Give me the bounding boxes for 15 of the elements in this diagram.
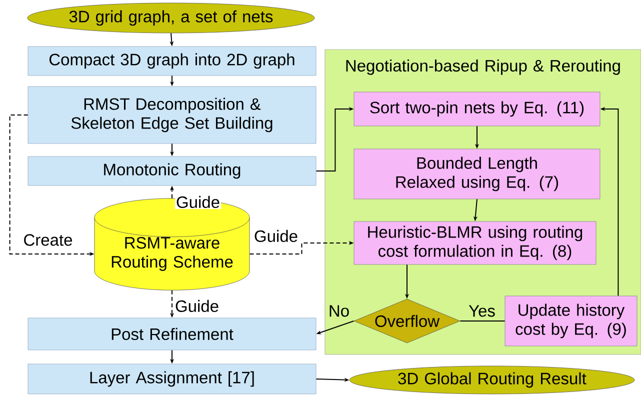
edge-label: Yes: [468, 304, 496, 318]
edge-label: Guide: [253, 228, 300, 244]
process-box: Layer Assignment [17]: [28, 364, 316, 394]
process-box: Monotonic Routing: [28, 156, 316, 186]
edge-label: Create: [22, 233, 74, 247]
edge-label: No: [327, 304, 351, 318]
process-box: Update history cost by Eq. (9): [504, 296, 638, 346]
edge-label: Guide: [174, 298, 220, 314]
process-box: RMST Decomposition & Skeleton Edge Set Building: [28, 86, 316, 144]
process-box: Bounded Length Relaxed using Eq. (7): [354, 148, 600, 200]
process-box: Compact 3D graph into 2D graph: [28, 46, 316, 76]
process-box: Heuristic-BLMR using routing cost formulation in Eq. (8): [354, 221, 596, 265]
process-box: Post Refinement: [28, 318, 316, 350]
process-box: Sort two-pin nets by Eq. (11): [354, 92, 600, 126]
edge-label: Guide: [174, 194, 222, 210]
